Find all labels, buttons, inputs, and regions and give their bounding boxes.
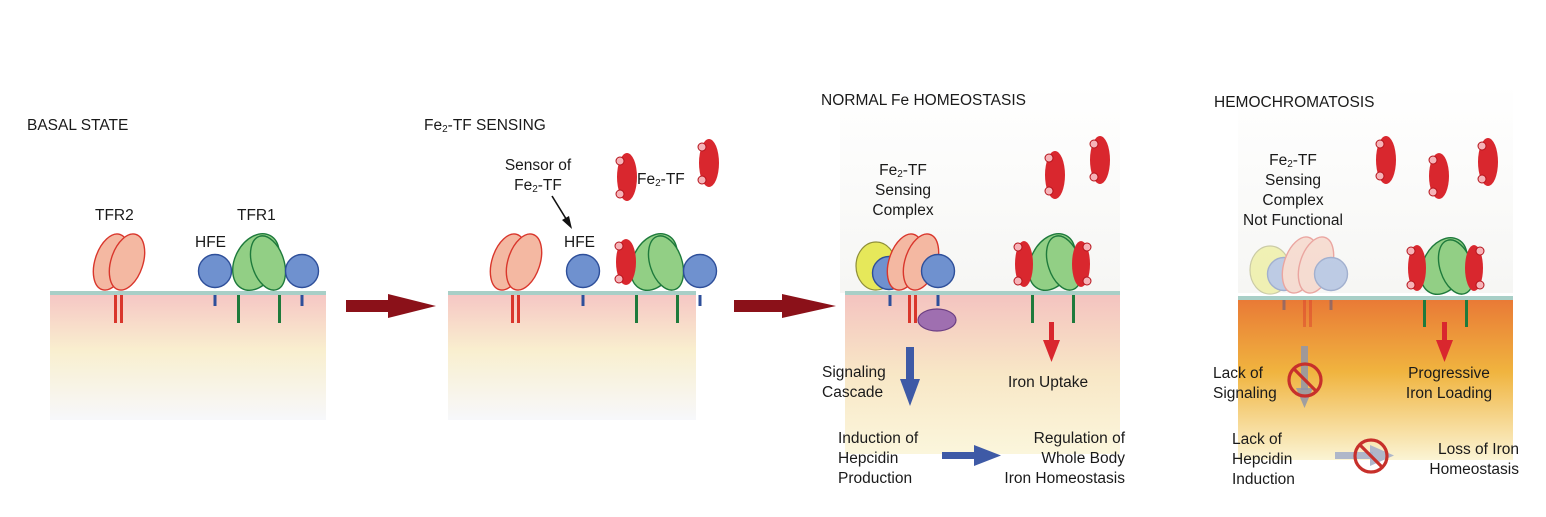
tfr2-receptor-basal bbox=[92, 233, 146, 323]
membrane-sensing bbox=[448, 291, 696, 295]
transition-arrow-1 bbox=[346, 294, 436, 318]
hfe-protein-sensing bbox=[565, 253, 601, 306]
hfe-protein-basal-right bbox=[284, 253, 320, 306]
sensor-label: Sensor of Fe2-TF bbox=[504, 157, 572, 195]
panel-title-normal: NORMAL Fe HOMEOSTASIS bbox=[821, 92, 1026, 109]
iron-uptake-label: Iron Uptake bbox=[1008, 374, 1089, 391]
cell-region-basal bbox=[50, 294, 326, 420]
signaling-arrow-normal bbox=[900, 347, 920, 406]
membrane-basal bbox=[50, 291, 326, 295]
tfr1-label-basal: TFR1 bbox=[237, 207, 276, 224]
tfr2-label-basal: TFR2 bbox=[95, 207, 134, 224]
signaling-protein bbox=[917, 308, 957, 332]
membrane-hemo bbox=[1238, 296, 1513, 300]
iron-loading-arrow-hemo bbox=[1436, 322, 1453, 362]
fe2tf-label-sensing: Fe2-TF bbox=[637, 171, 685, 189]
free-transferrin-normal-b bbox=[1089, 136, 1110, 184]
hfe-label-basal: HFE bbox=[195, 234, 226, 251]
membrane-normal bbox=[845, 291, 1120, 295]
tfr1-receptor-sensing bbox=[630, 233, 685, 323]
iron-homeostasis-regulation-label: Regulation of Whole Body Iron Homeostasi… bbox=[1004, 430, 1125, 487]
no-symbol-icon-loss bbox=[1353, 438, 1389, 474]
tfr1-receptor-normal bbox=[1013, 233, 1092, 323]
panel-title-sensing: Fe2-TF SENSING bbox=[424, 117, 546, 135]
free-transferrin-hemo-b bbox=[1428, 153, 1449, 199]
signaling-cascade-label: Signaling Cascade bbox=[822, 364, 886, 401]
sensor-pointer-arrow bbox=[551, 195, 572, 229]
free-transferrin-sensing-a bbox=[615, 153, 637, 201]
sensing-complex-label-normal: Fe2-TF Sensing Complex bbox=[872, 162, 934, 219]
panel-title-hemo: HEMOCHROMATOSIS bbox=[1214, 94, 1375, 111]
tfr1-receptor-basal bbox=[232, 233, 287, 323]
lack-of-hepcidin-label: Lack of Hepcidin Induction bbox=[1232, 431, 1295, 488]
progressive-iron-loading-label: Progressive Iron Loading bbox=[1405, 365, 1493, 402]
blocked-signaling-arrow bbox=[1296, 346, 1313, 408]
regulation-arrow-normal bbox=[942, 445, 1001, 466]
cell-region-sensing bbox=[448, 294, 696, 420]
hfe-label-sensing: HFE bbox=[564, 234, 595, 251]
free-transferrin-sensing-b bbox=[697, 139, 719, 187]
no-symbol-icon bbox=[1287, 362, 1323, 398]
free-transferrin-hemo-a bbox=[1375, 136, 1396, 184]
free-transferrin-hemo-c bbox=[1477, 138, 1498, 186]
sensing-complex-hemo-faded bbox=[1249, 236, 1349, 327]
loss-of-homeostasis-label: Loss of Iron Homeostasis bbox=[1429, 441, 1519, 478]
hepcidin-induction-label: Induction of Hepcidin Production bbox=[838, 430, 919, 487]
tfr1-receptor-hemo bbox=[1406, 237, 1485, 327]
hfe-protein-basal-left bbox=[197, 253, 233, 306]
bound-transferrin-sensing bbox=[614, 239, 636, 285]
sensing-complex-normal bbox=[855, 233, 957, 332]
hfe-protein-sensing-right bbox=[682, 253, 718, 306]
lack-of-signaling-label: Lack of Signaling bbox=[1213, 365, 1277, 402]
transition-arrow-2 bbox=[734, 294, 836, 318]
iron-uptake-arrow-normal bbox=[1043, 322, 1060, 362]
free-transferrin-normal-a bbox=[1044, 151, 1065, 199]
panel-title-basal: BASAL STATE bbox=[27, 117, 129, 134]
sensing-complex-label-hemo: Fe2-TF Sensing Complex Not Functional bbox=[1243, 152, 1343, 229]
tfr2-receptor-sensing bbox=[489, 233, 543, 323]
